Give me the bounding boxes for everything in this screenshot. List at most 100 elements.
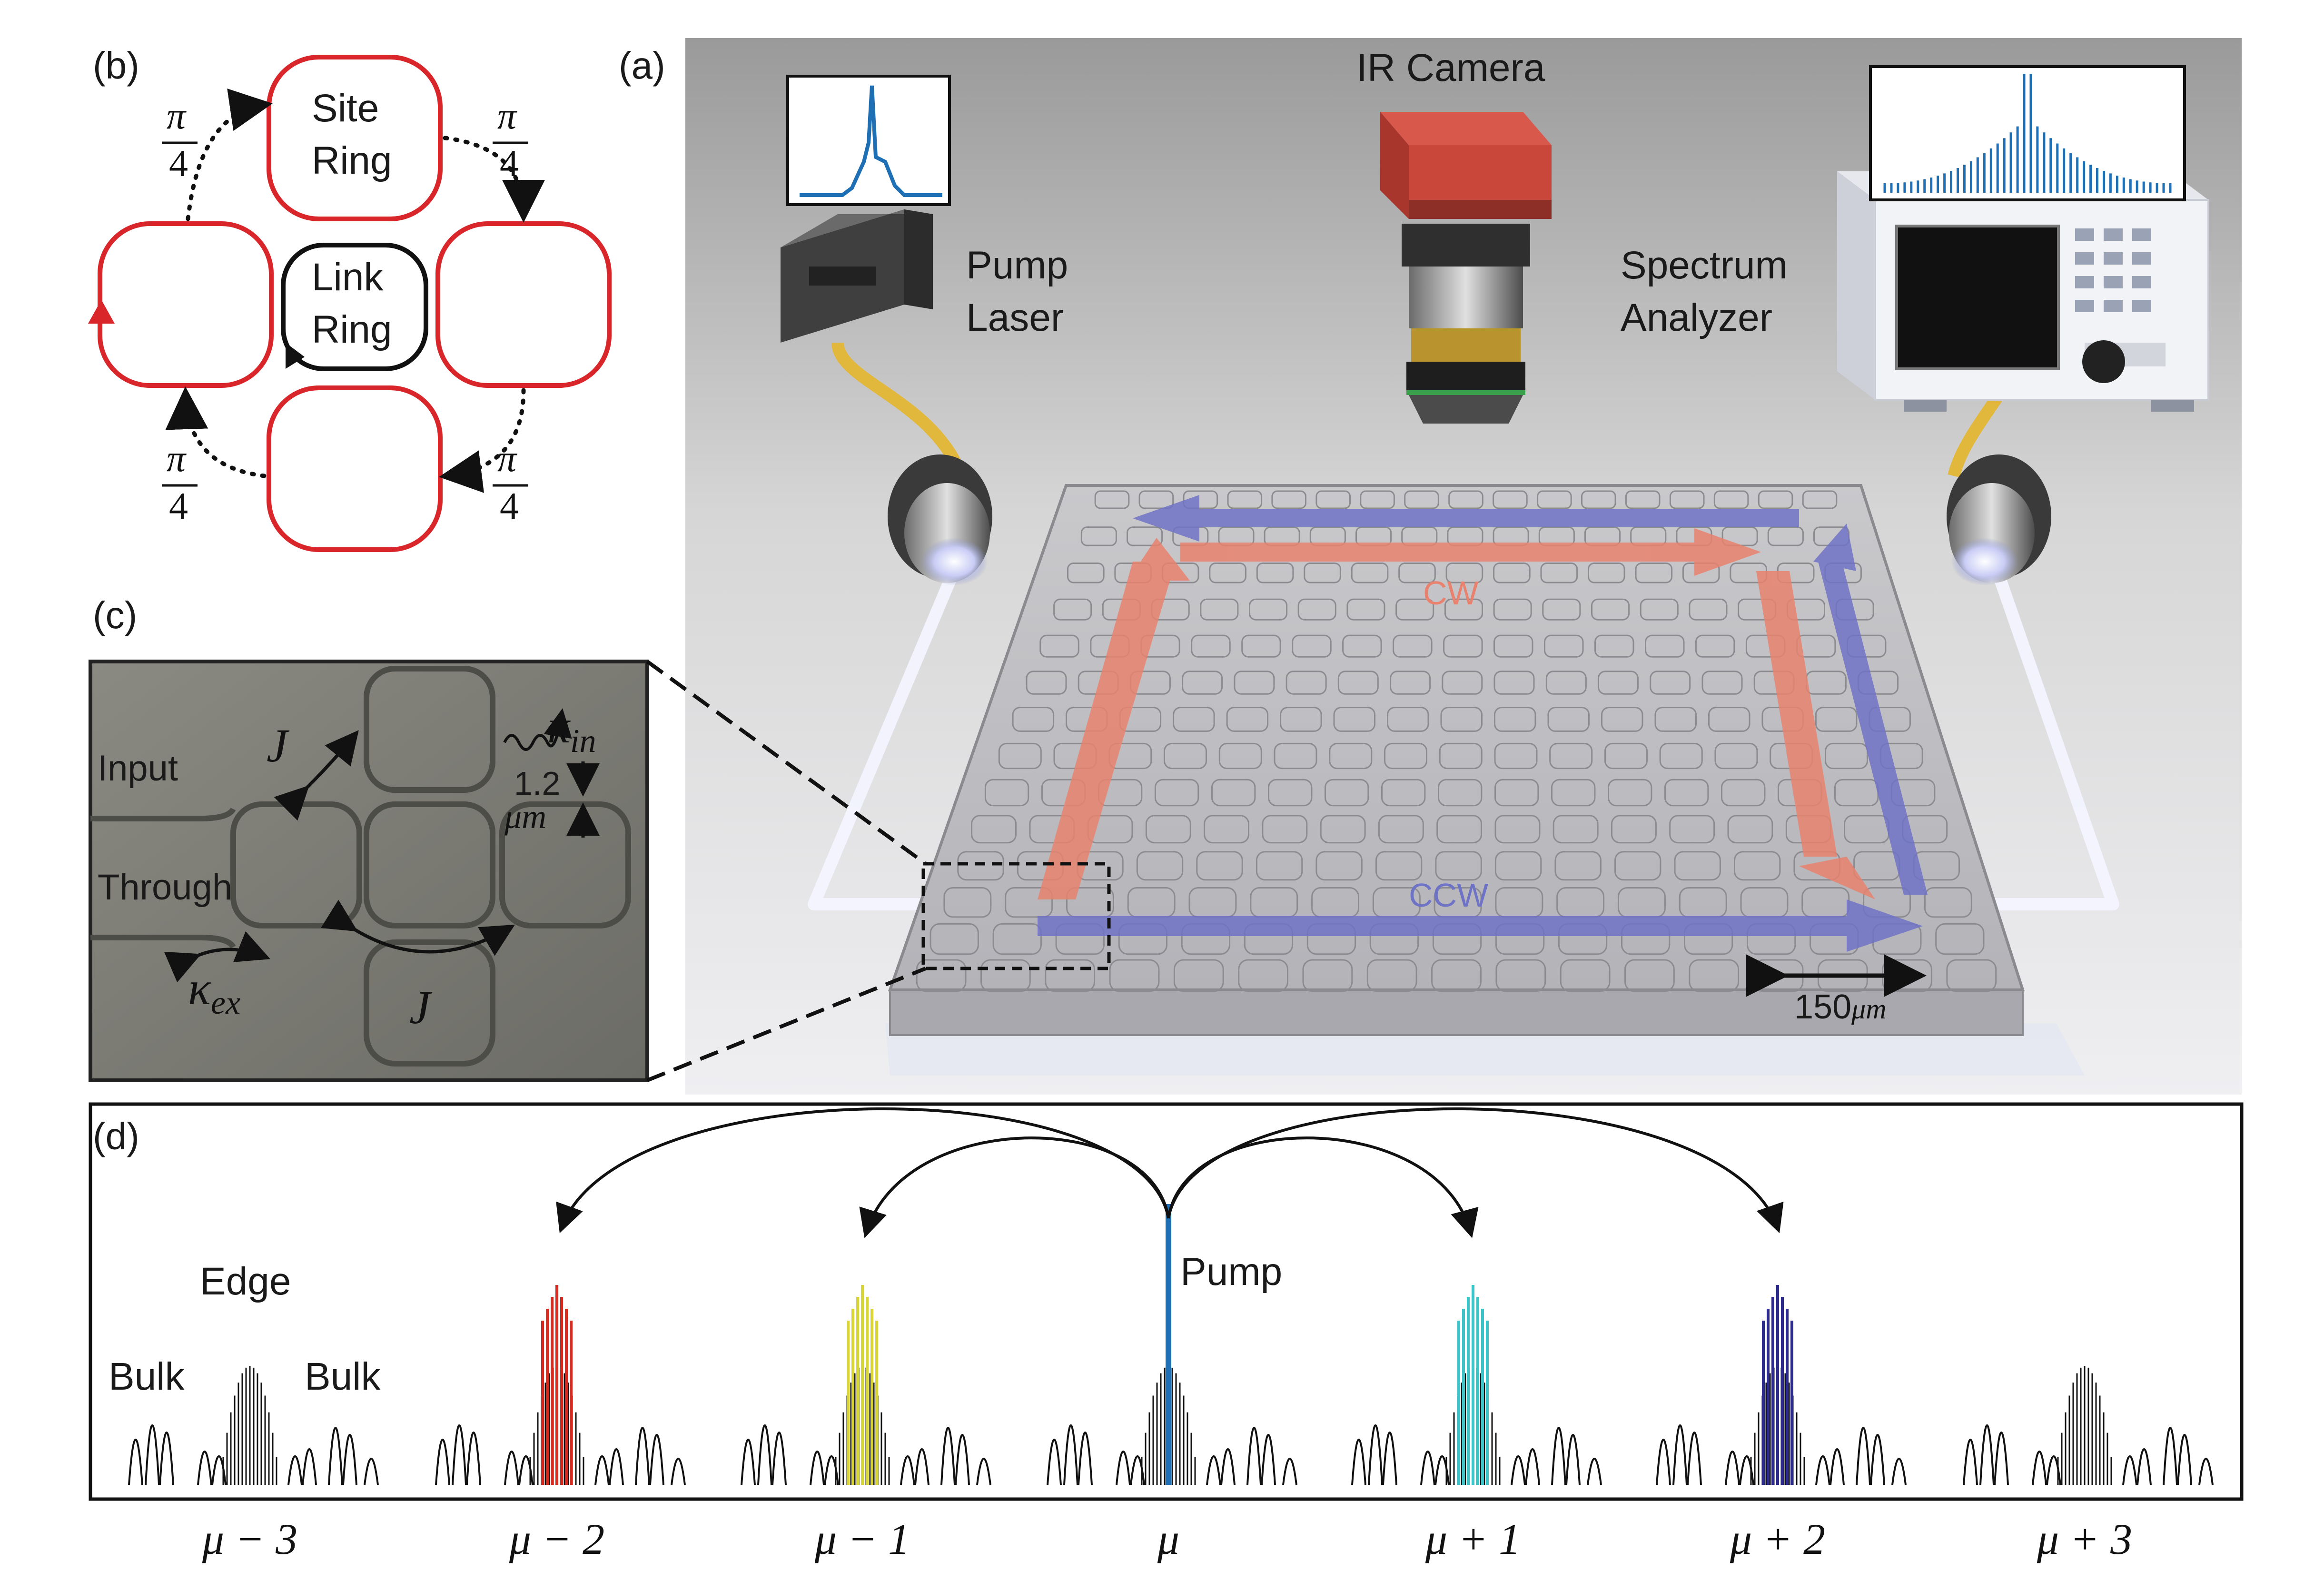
lattice-ring	[1664, 779, 1709, 807]
lattice-ring	[1815, 707, 1858, 732]
lattice-ring	[1445, 563, 1483, 583]
link-ring-line1: Link	[312, 256, 384, 299]
lattice-ring	[1366, 959, 1417, 992]
lattice-ring	[1337, 671, 1379, 695]
lattice-ring	[1053, 598, 1092, 621]
lattice-ring	[1315, 851, 1363, 881]
lattice-ring	[1540, 563, 1578, 583]
bulk-peak	[741, 1439, 756, 1485]
zoom-line-top	[646, 660, 927, 866]
phase-tr: π 4	[493, 95, 528, 185]
svg-text:π: π	[497, 438, 517, 480]
bulk-peak	[914, 1448, 930, 1485]
hop-arrow-tr	[443, 136, 545, 223]
bulk-peak	[1282, 1458, 1297, 1485]
lattice-ring	[1315, 490, 1351, 509]
lattice-ring	[1494, 815, 1541, 844]
lattice-ring	[1549, 742, 1593, 770]
lattice-ring	[1721, 779, 1766, 807]
lattice-ring	[1444, 598, 1483, 621]
site-ring-right	[435, 221, 612, 388]
lattice-ring	[1493, 634, 1533, 658]
bulk-right-label: Bulk	[305, 1355, 381, 1398]
bulk-peak	[1672, 1424, 1688, 1485]
lattice-ring	[1645, 634, 1685, 658]
bulk-peak	[2136, 1448, 2152, 1485]
lattice-ring	[943, 887, 992, 918]
lattice-ring	[1333, 707, 1375, 732]
svg-text:4: 4	[169, 485, 188, 527]
lattice-ring	[1005, 887, 1053, 918]
lattice-ring	[1695, 634, 1735, 658]
bulk-peak	[1511, 1455, 1526, 1485]
bulk-peak	[1551, 1427, 1566, 1485]
lattice-ring	[980, 959, 1031, 992]
lattice-ring	[1714, 742, 1758, 770]
bulk-peak	[1725, 1451, 1740, 1485]
phase-br: π 4	[493, 438, 528, 527]
lattice-ring	[1825, 742, 1868, 770]
lattice-ring	[1012, 707, 1055, 732]
bulk-peak	[940, 1427, 956, 1485]
link-ring	[281, 243, 428, 371]
lattice-ring	[1387, 707, 1429, 732]
lattice-ring	[1635, 563, 1673, 583]
bulk-peak	[328, 1427, 343, 1485]
lattice-ring	[1614, 851, 1661, 881]
lattice-ring	[1204, 815, 1250, 844]
lattice-ring	[1045, 959, 1096, 992]
j-arrow-top	[274, 730, 359, 821]
lattice-ring	[916, 959, 967, 992]
bulk-peak	[1420, 1451, 1435, 1485]
hop-arrow-br	[439, 388, 526, 493]
lattice-ring	[1608, 779, 1652, 807]
bulk-peak	[1261, 1434, 1276, 1485]
lattice-ring	[1701, 671, 1743, 695]
lattice-ring	[1238, 959, 1288, 992]
lattice-ring	[1039, 634, 1079, 658]
bulk-peak	[211, 1455, 227, 1485]
panel-a-label: (a)	[619, 44, 665, 87]
lattice-ring	[992, 923, 1042, 955]
bulk-peak	[2032, 1451, 2047, 1485]
bulk-peak	[2177, 1434, 2192, 1485]
site-ring-arrow	[88, 300, 115, 324]
gap-unit: μm	[504, 798, 546, 836]
lattice-ring	[1329, 742, 1373, 770]
lattice-ring	[1551, 779, 1596, 807]
lattice-ring	[1438, 779, 1483, 807]
mode-label: μ − 1	[814, 1515, 910, 1563]
lattice-ring	[1669, 490, 1705, 509]
bulk-peak	[2122, 1455, 2137, 1485]
lattice-ring	[1094, 490, 1130, 509]
svg-text:π: π	[167, 95, 187, 137]
lattice-ring	[1442, 671, 1483, 695]
lattice-ring	[1384, 742, 1427, 770]
lattice-ring	[1218, 742, 1262, 770]
lattice-ring	[1758, 490, 1793, 509]
lattice-ring	[1249, 598, 1288, 621]
lattice-ring	[1443, 634, 1483, 658]
panel-c: (c) Input Through J J κex κin 1.2 μm	[89, 594, 927, 1082]
bulk-peak	[1891, 1458, 1907, 1485]
lattice-ring	[1346, 598, 1385, 621]
lattice-ring	[1494, 851, 1542, 881]
lattice-ring	[1734, 851, 1781, 881]
pump-laser-line2: Laser	[966, 296, 1064, 339]
bulk-peak	[1963, 1439, 1978, 1485]
lattice-ring	[1351, 563, 1389, 583]
bulk-peak	[955, 1434, 970, 1485]
lattice-ring	[1226, 707, 1269, 732]
lattice-ring	[1544, 634, 1584, 658]
lattice-ring	[1080, 526, 1117, 546]
lattice-ring	[1325, 779, 1369, 807]
lattice-ring	[1227, 490, 1263, 509]
link-ring-line2: Ring	[312, 308, 392, 351]
lattice-ring	[1191, 634, 1231, 658]
lattice-ring	[1924, 887, 1972, 918]
lattice-ring	[1624, 959, 1675, 992]
panel-b: (b) Site Ring Link Ring π 4 π 4 π 4	[88, 44, 612, 552]
lattice-ring	[998, 742, 1042, 770]
bulk-peak	[302, 1448, 317, 1485]
lattice-ring	[1393, 634, 1433, 658]
